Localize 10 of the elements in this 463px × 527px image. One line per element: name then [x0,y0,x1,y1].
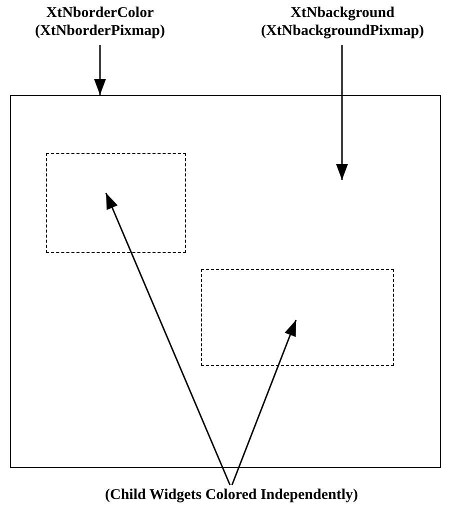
arrow [105,192,231,486]
arrow [231,320,297,486]
child-widget-box [201,269,394,366]
window-box [10,95,441,468]
annotation-label: (Child Widgets Colored Independently) [20,486,443,508]
arrow [336,45,348,180]
annotation-label: XtNbackground (XtNbackgroundPixmap) [255,4,430,44]
child-widget-box [46,153,186,253]
annotation-label: XtNborderColor (XtNborderPixmap) [15,4,185,44]
arrow [94,45,106,95]
